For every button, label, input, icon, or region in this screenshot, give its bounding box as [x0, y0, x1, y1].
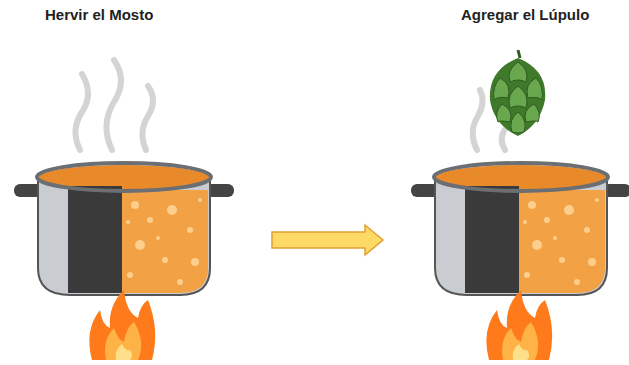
- illustration-panel: Agregar el Lúpulo: [383, 6, 629, 360]
- pot-illustration: [411, 163, 629, 360]
- hop-cone: [490, 50, 545, 136]
- step-heading: Agregar el Lúpulo: [461, 6, 629, 23]
- pot-illustration: [14, 163, 234, 360]
- step-heading: Hervir el Mosto: [45, 6, 272, 23]
- flow-arrow: [272, 225, 383, 255]
- illustration-panel: Hervir el Mosto: [0, 6, 272, 360]
